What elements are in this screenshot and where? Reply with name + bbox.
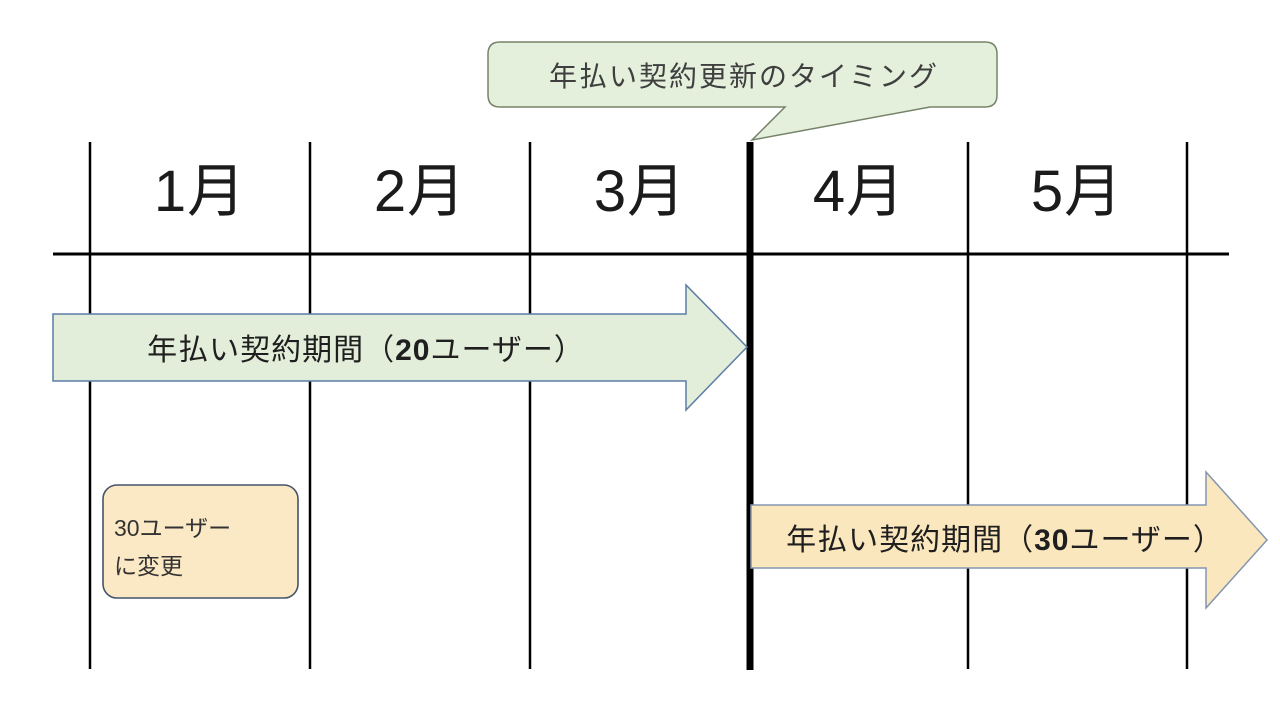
note-box-label: 30ユーザーに変更 bbox=[114, 509, 231, 585]
month-label-1: 1月 bbox=[153, 159, 247, 224]
arrow-20-label-prefix: 年払い契約期間（ bbox=[147, 334, 396, 367]
month-label-4: 4月 bbox=[812, 159, 906, 224]
callout-label: 年払い契約更新のタイミング bbox=[548, 61, 940, 92]
arrow-30-label-suffix: ユーザー） bbox=[1069, 524, 1224, 557]
arrow-20-label-number: 20 bbox=[395, 334, 431, 367]
note-box-line1: 30ユーザー bbox=[114, 515, 232, 541]
note-box-line2: に変更 bbox=[114, 553, 183, 579]
arrow-30-label: 年払い契約期間（30ユーザー） bbox=[786, 515, 1224, 559]
month-label-3: 3月 bbox=[593, 159, 687, 224]
month-label-2: 2月 bbox=[373, 159, 467, 224]
arrow-30-label-number: 30 bbox=[1034, 524, 1070, 557]
note-box-shape bbox=[102, 484, 299, 599]
arrow-30-label-prefix: 年払い契約期間（ bbox=[786, 524, 1035, 557]
callout-bubble-shape bbox=[487, 41, 998, 142]
month-label-5: 5月 bbox=[1030, 159, 1124, 224]
contract-arrow-30users-shape bbox=[750, 470, 1269, 610]
arrow-20-label-suffix: ユーザー） bbox=[430, 334, 585, 367]
arrow-20-label: 年払い契約期間（20ユーザー） bbox=[147, 325, 585, 369]
contract-arrow-20users-shape bbox=[52, 283, 749, 412]
